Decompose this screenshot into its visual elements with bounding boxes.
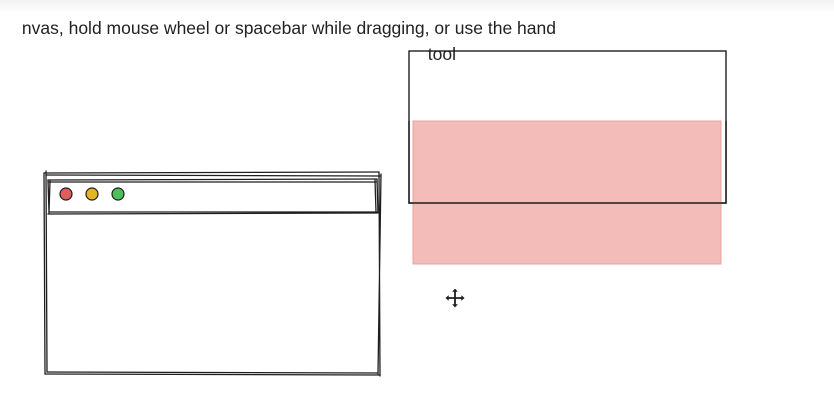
canvas-hint: nvas, hold mouse wheel or spacebar while…: [0, 15, 556, 64]
hint-line-2: tool: [427, 44, 456, 64]
maximize-dot: [111, 187, 125, 201]
outlined-rectangle-edge: [408, 121, 727, 204]
toolbar-shadow: [0, 0, 834, 14]
browser-window-sketch[interactable]: [43, 170, 382, 377]
pink-rectangle[interactable]: [412, 120, 722, 265]
hint-line-1: nvas, hold mouse wheel or spacebar while…: [21, 18, 556, 38]
move-cursor-icon: [444, 287, 466, 309]
minimize-dot: [85, 187, 99, 201]
traffic-lights: [59, 187, 125, 201]
close-dot: [59, 187, 73, 201]
